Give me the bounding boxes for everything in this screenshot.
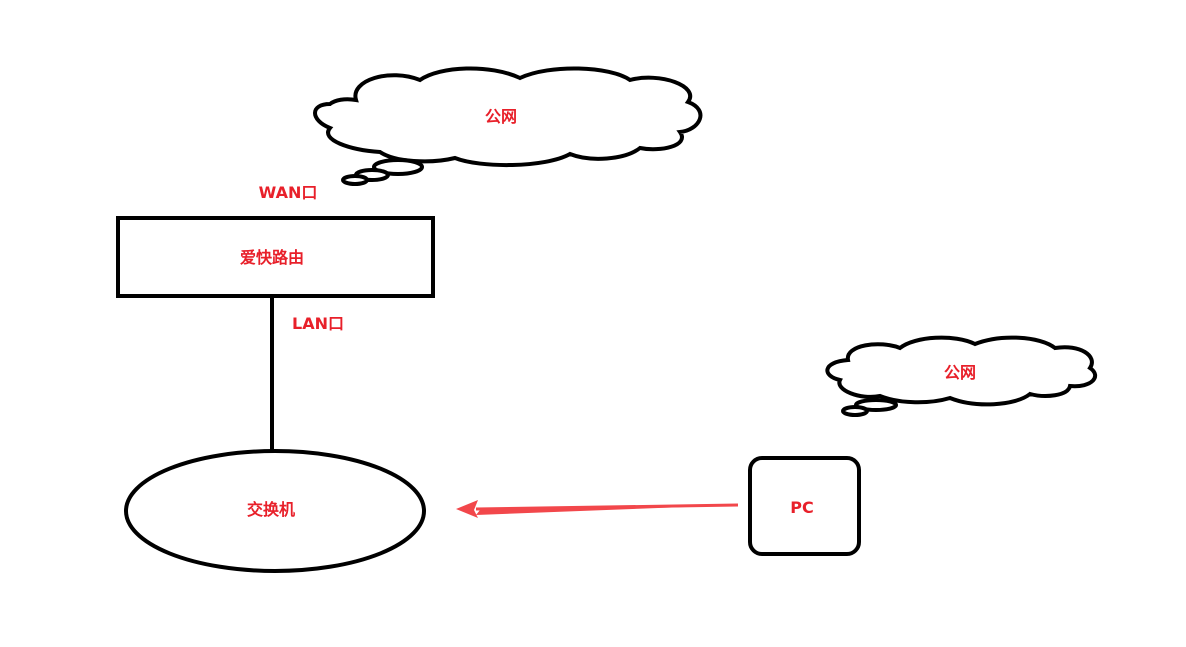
lan-port-label: LAN口 (292, 314, 344, 333)
switch-node: 交换机 (124, 449, 426, 573)
cloud-right: 公网 (825, 335, 1098, 417)
router-label: 爱快路由 (240, 248, 304, 267)
cloud-top: 公网 (313, 66, 703, 186)
cloud-right-label: 公网 (944, 363, 976, 382)
pc-node: PC (748, 456, 861, 556)
pc-label: PC (790, 498, 813, 517)
router-node: 爱快路由 (116, 216, 435, 298)
wan-port-label: WAN口 (259, 183, 318, 202)
switch-label: 交换机 (247, 500, 295, 519)
arrow-pc-to-switch (456, 500, 739, 518)
cloud-top-label: 公网 (485, 107, 517, 126)
